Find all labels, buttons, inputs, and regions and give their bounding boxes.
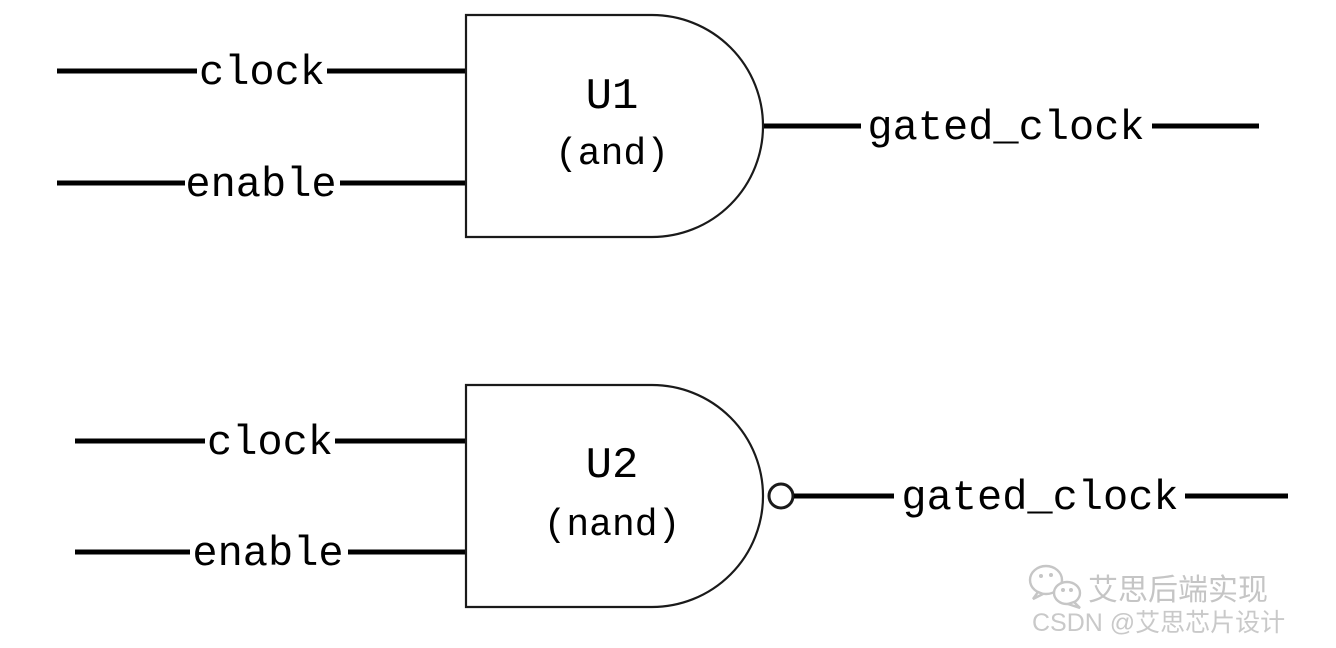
u2-inversion-bubble: [767, 482, 795, 510]
u2-nand-gate-body: [464, 383, 765, 609]
u1-type-label: (and): [555, 133, 669, 176]
u1-ref-label: U1: [586, 72, 639, 122]
u2-ref-label: U2: [586, 441, 639, 491]
u1-output-label: gated_clock: [867, 104, 1144, 152]
wechat-icon: [1028, 564, 1082, 610]
u2-input-label-enable: enable: [192, 530, 343, 578]
u2-input-label-clock: clock: [207, 419, 333, 467]
watermark-line1: 艾思后端实现: [1088, 574, 1268, 607]
watermark: 艾思后端实现 CSDN @艾思芯片设计: [1028, 564, 1285, 637]
watermark-line2: CSDN @艾思芯片设计: [1032, 609, 1285, 637]
u1-input-label-clock: clock: [199, 49, 325, 97]
gate-u2: clock enable U2 (nand) gated_clock: [75, 383, 1288, 609]
gate-u1: clock enable U1 (and) gated_clock: [57, 13, 1259, 239]
u1-and-gate-body: [464, 13, 765, 239]
u2-type-label: (nand): [544, 504, 681, 547]
u2-output-label: gated_clock: [901, 474, 1178, 522]
u1-input-label-enable: enable: [185, 161, 336, 209]
